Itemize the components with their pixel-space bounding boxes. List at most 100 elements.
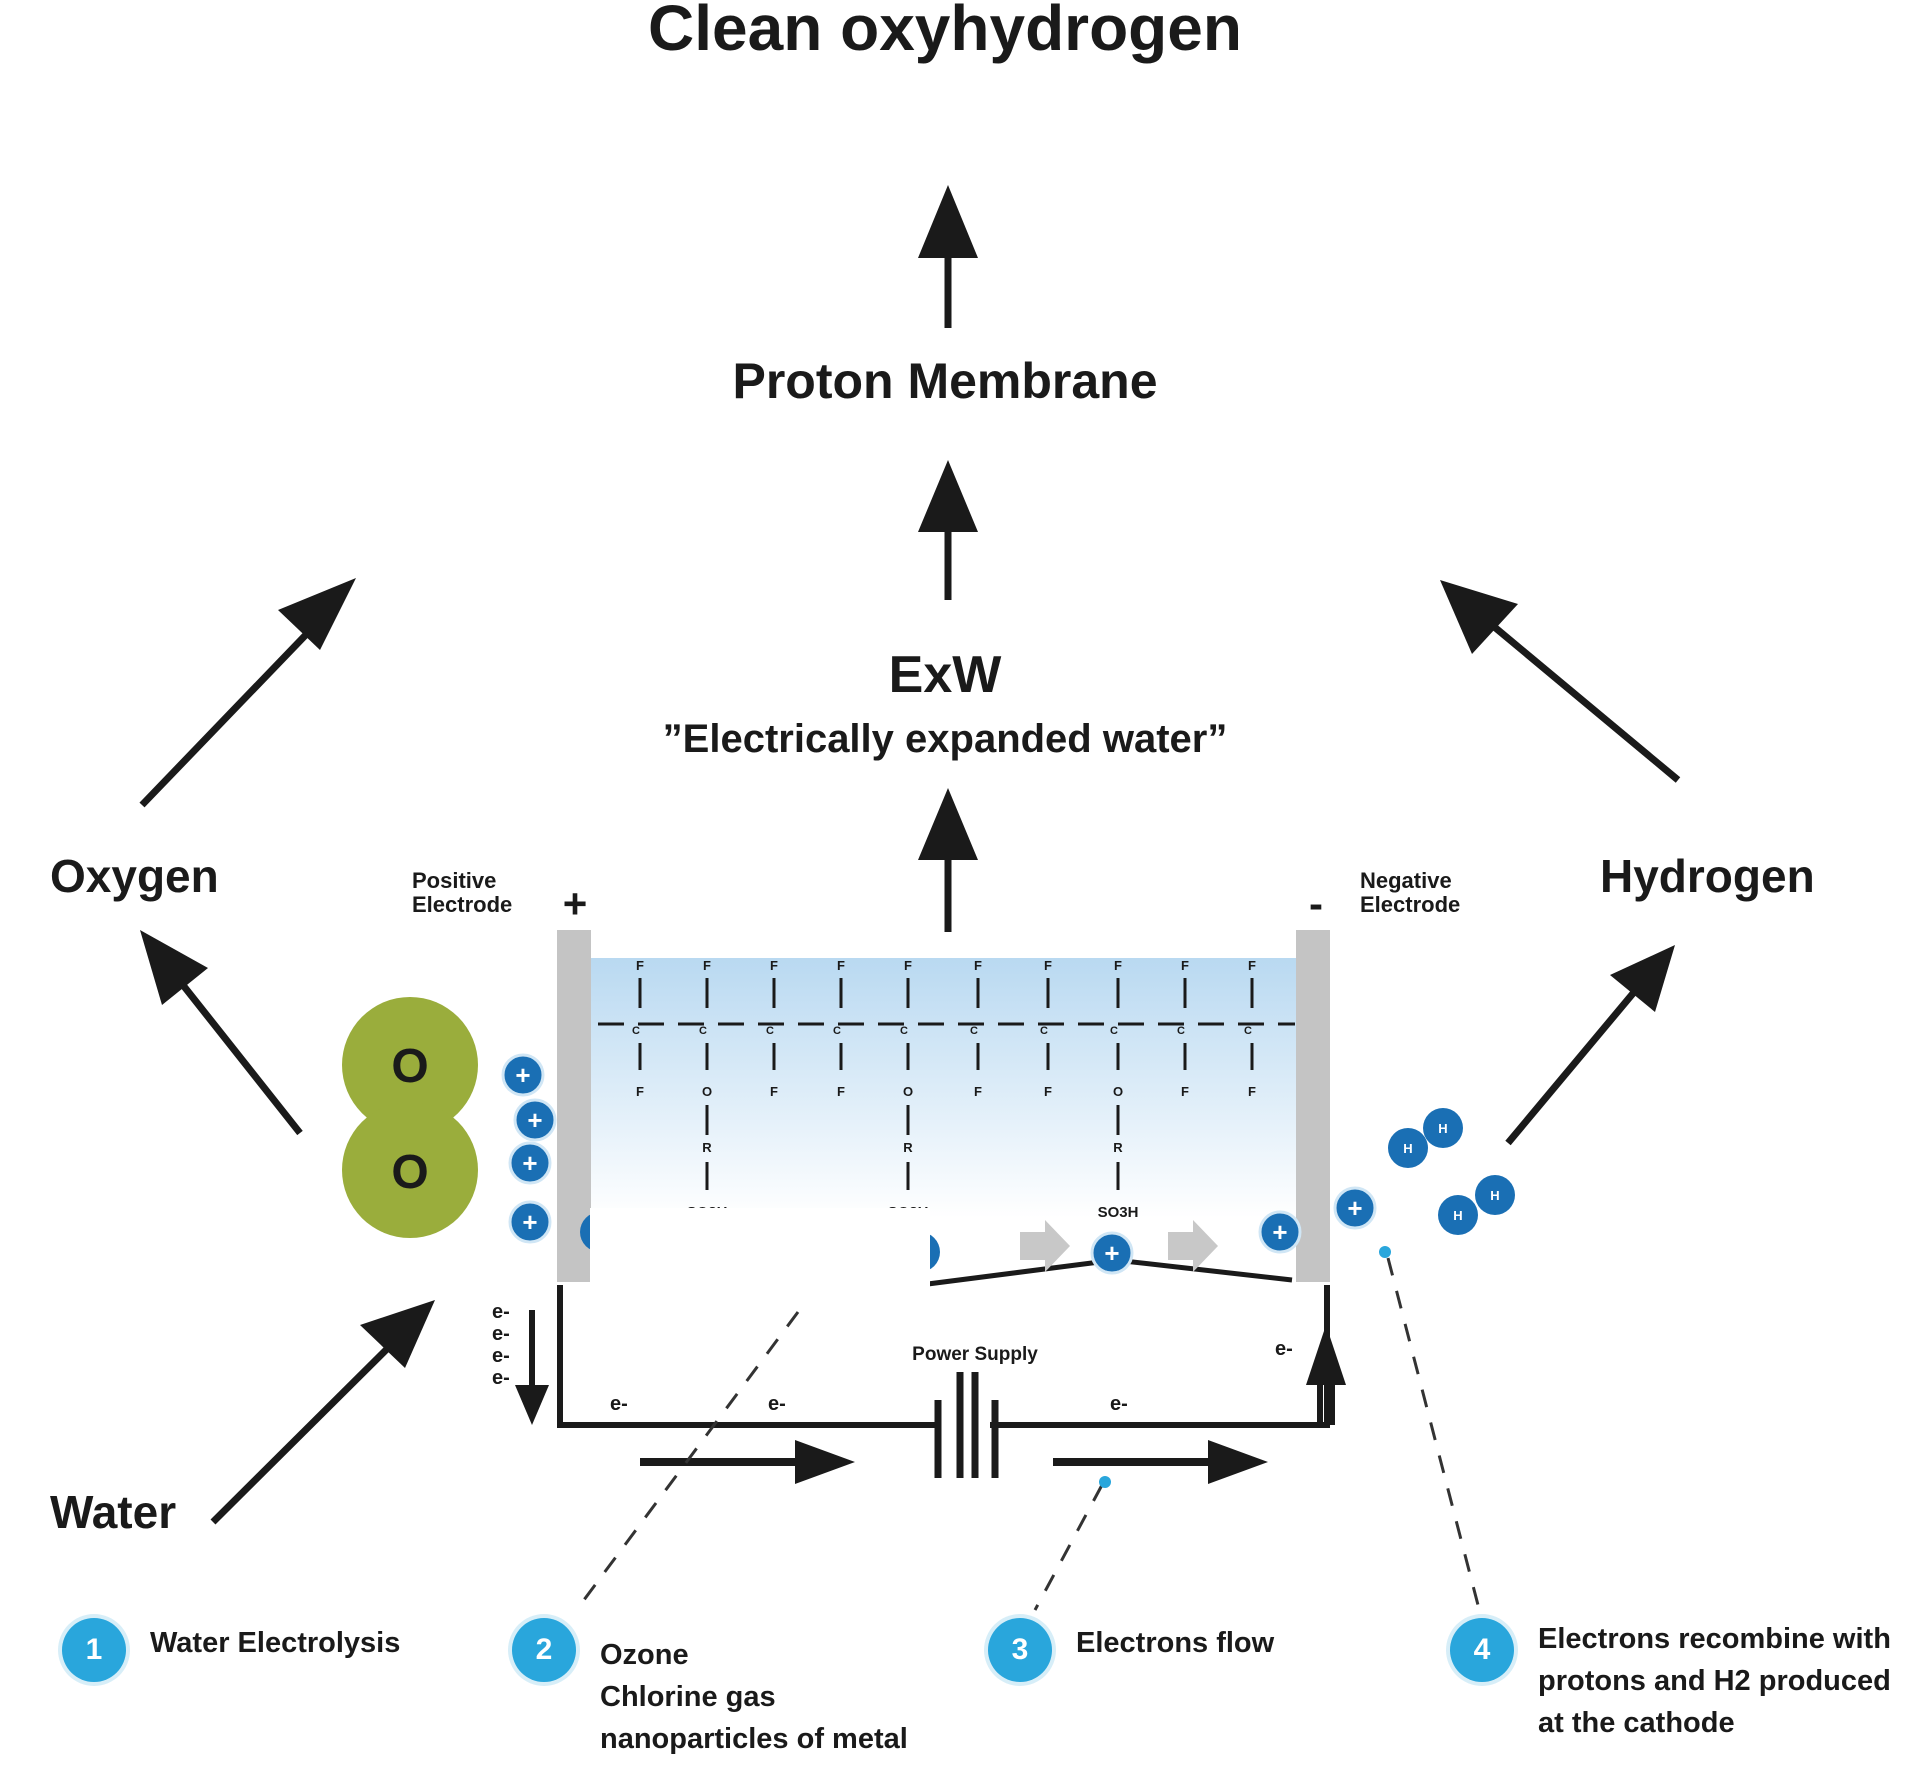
legend-item-2: 2 Ozone Chlorine gas nanoparticles of me… <box>512 1618 908 1760</box>
electron-arrow-right-left <box>640 1440 855 1484</box>
fluorine-atom: F <box>703 958 711 973</box>
proton <box>1258 1210 1302 1254</box>
carbon-atom: C <box>632 1025 640 1037</box>
hydrogen-atom <box>1423 1108 1463 1148</box>
side-chain-label: R <box>903 1140 913 1155</box>
positive-electrode-label-line2: Electrode <box>412 892 512 917</box>
fluorine-atom: F <box>1248 1084 1256 1099</box>
fluorine-atom: F <box>904 958 912 973</box>
electron-label: e- <box>492 1367 510 1389</box>
hydrogen-label: Hydrogen <box>1600 850 1815 902</box>
hydrogen-atom-label: H <box>1490 1188 1499 1203</box>
legend-badge-3: 3 <box>988 1618 1052 1682</box>
oxygen-atom: O <box>702 1084 712 1099</box>
negative-sign: - <box>1309 880 1323 927</box>
oxygen-atom-bottom-label: O <box>391 1146 428 1199</box>
legend-text-2: Ozone Chlorine gas nanoparticles of meta… <box>600 1639 908 1755</box>
oxygen-atom-bottom <box>342 1102 478 1238</box>
negative-electrode-label-line2: Electrode <box>1360 892 1460 917</box>
side-chain-label: R <box>702 1140 712 1155</box>
carbon-atom: C <box>1040 1025 1048 1037</box>
proton-sign: + <box>1104 1238 1119 1268</box>
fluorine-atom: F <box>1181 1084 1189 1099</box>
legend-item-3: 3 Electrons flow <box>988 1618 1274 1682</box>
fluorine-atom: F <box>1044 958 1052 973</box>
hydrogen-molecule-1: H H <box>1388 1108 1463 1168</box>
arrow-up-to-membrane <box>918 460 978 600</box>
flow-arrow-1 <box>1020 1220 1070 1272</box>
occluding-box <box>590 1208 930 1323</box>
oxygen-label: Oxygen <box>50 850 219 902</box>
legend-text-1: Water Electrolysis <box>150 1627 401 1659</box>
sulfonic-acid-label: SO3H <box>1098 1204 1139 1221</box>
electron-label: e- <box>610 1393 628 1415</box>
carbon-atom: C <box>833 1025 841 1037</box>
positive-sign: + <box>563 880 588 927</box>
negative-electrode-plate <box>1296 930 1330 1282</box>
water-region <box>588 958 1298 1218</box>
electron-label: e- <box>492 1301 510 1323</box>
exw-description: ”Electrically expanded water” <box>663 717 1228 761</box>
carbon-atom: C <box>970 1025 978 1037</box>
carbon-atom: C <box>1110 1025 1118 1037</box>
electron-label: e- <box>1110 1393 1128 1415</box>
proton-sign: + <box>522 1148 537 1178</box>
fluorine-atom: F <box>974 958 982 973</box>
carbon-atom: C <box>1244 1025 1252 1037</box>
oxygen-atom-top <box>342 997 478 1133</box>
fluorine-atom: F <box>1181 958 1189 973</box>
proton <box>1090 1231 1134 1275</box>
hydrogen-atom <box>1475 1175 1515 1215</box>
proton-sign: + <box>1272 1217 1287 1247</box>
proton-sign: + <box>515 1060 530 1090</box>
fluorine-atom: F <box>636 958 644 973</box>
proton-sign: + <box>1347 1193 1362 1223</box>
hydrogen-atom <box>1388 1128 1428 1168</box>
proton <box>508 1200 552 1244</box>
hydrogen-molecule-2: H H <box>1438 1175 1515 1235</box>
proton-membrane-label: Proton Membrane <box>732 353 1157 409</box>
legend-item-1: 1 Water Electrolysis <box>62 1618 400 1682</box>
arrow-o2-to-oxygen <box>140 930 303 1136</box>
hydrogen-atom-label: H <box>1403 1141 1412 1156</box>
flow-arrow-2 <box>1168 1220 1218 1272</box>
legend-badge-2: 2 <box>512 1618 576 1682</box>
carbon-atom: C <box>766 1025 774 1037</box>
arrow-oxygen-to-top <box>139 578 356 808</box>
fluorine-atom: F <box>770 1084 778 1099</box>
electron-label: e- <box>768 1393 786 1415</box>
carbon-atom: C <box>1177 1025 1185 1037</box>
positive-electrode-label-line1: Positive <box>412 868 496 893</box>
arrow-h2-to-hydrogen <box>1505 945 1675 1146</box>
water-label: Water <box>50 1486 176 1538</box>
electron-arrow-down <box>515 1310 549 1425</box>
fluorine-atom: F <box>636 1084 644 1099</box>
electron-arrow-up <box>1306 1325 1346 1425</box>
electron-arrow-right-right <box>1053 1440 1268 1484</box>
proton <box>513 1098 557 1142</box>
exw-label: ExW <box>889 646 1003 704</box>
proton <box>508 1141 552 1185</box>
oxygen-atom: O <box>903 1084 913 1099</box>
electron-label: e- <box>1275 1338 1293 1360</box>
proton <box>501 1053 545 1097</box>
positive-electrode-label: Positive Electrode <box>412 868 512 917</box>
fluorine-atom: F <box>1114 958 1122 973</box>
arrow-hydrogen-to-top <box>1440 580 1681 783</box>
power-supply-label: Power Supply <box>912 1344 1038 1365</box>
proton-sign: + <box>522 1207 537 1237</box>
electron-label: e- <box>492 1323 510 1345</box>
electron-label: e- <box>492 1345 510 1367</box>
arrow-up-to-exw <box>918 788 978 932</box>
legend-item-4: 4 Electrons recombine with protons and H… <box>1450 1618 1891 1744</box>
oxygen-atom-top-label: O <box>391 1040 428 1093</box>
leader-lines <box>573 1257 1480 1613</box>
hydrogen-atom-label: H <box>1438 1121 1447 1136</box>
oxygen-molecule: O O <box>342 997 478 1238</box>
leader-dot-3 <box>1099 1476 1111 1488</box>
side-chain-label: R <box>1113 1140 1123 1155</box>
fluorine-atom: F <box>1044 1084 1052 1099</box>
legend-text-3: Electrons flow <box>1076 1627 1275 1659</box>
